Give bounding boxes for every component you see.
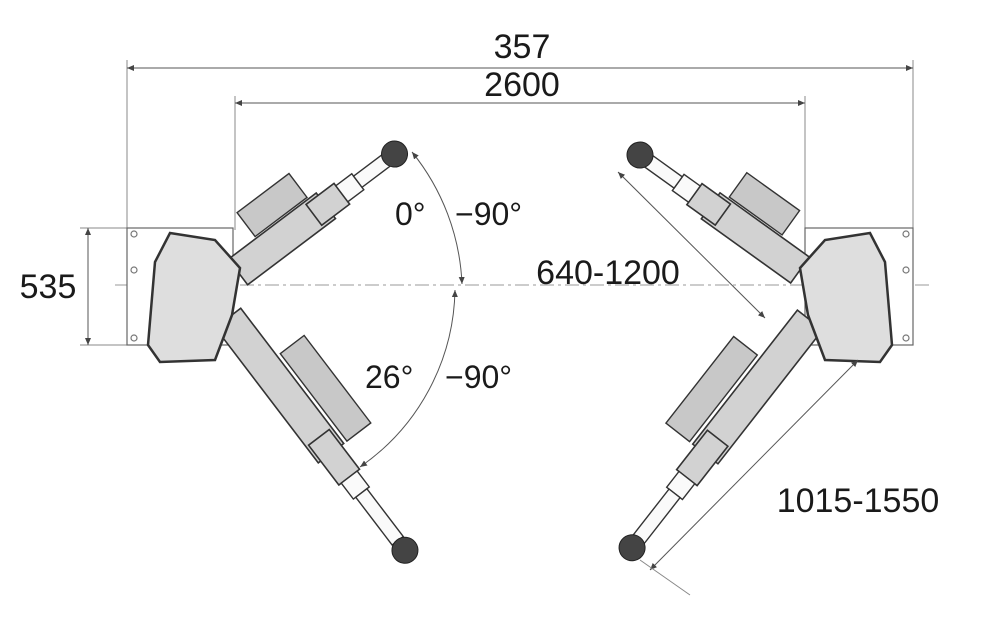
- long-arm-angle-arc: [359, 289, 458, 468]
- overall-width-dimension: 357: [126, 28, 914, 228]
- left-post: [146, 231, 242, 364]
- long-arm-min-angle: 26°: [365, 359, 413, 395]
- long-arm-reach-dimension: 1015-1550: [639, 359, 940, 596]
- left-short-arm: [227, 140, 409, 286]
- short-arm-reach-label: 640-1200: [536, 254, 680, 292]
- plate-depth-dimension: 535: [20, 227, 130, 346]
- overall-width-label: 357: [494, 28, 551, 66]
- right-long-arm: [618, 309, 824, 562]
- lift-pad-icon: [381, 140, 409, 168]
- long-arm-reach-label: 1015-1550: [777, 482, 940, 520]
- long-arm-max-angle: −90°: [445, 359, 512, 395]
- plate-depth-label: 535: [20, 268, 77, 306]
- lift-pad-icon: [391, 536, 419, 564]
- lift-pad-icon: [618, 534, 646, 562]
- short-arm-max-angle: −90°: [455, 196, 522, 232]
- short-arm-angle-arc: [411, 151, 465, 285]
- column-spacing-dimension: 2600: [234, 66, 806, 230]
- lift-pad-icon: [626, 141, 654, 169]
- short-arm-reach-dimension: 640-1200: [536, 171, 766, 319]
- short-arm-min-angle: 0°: [395, 196, 426, 232]
- column-spacing-label: 2600: [484, 66, 560, 104]
- left-long-arm: [214, 307, 419, 564]
